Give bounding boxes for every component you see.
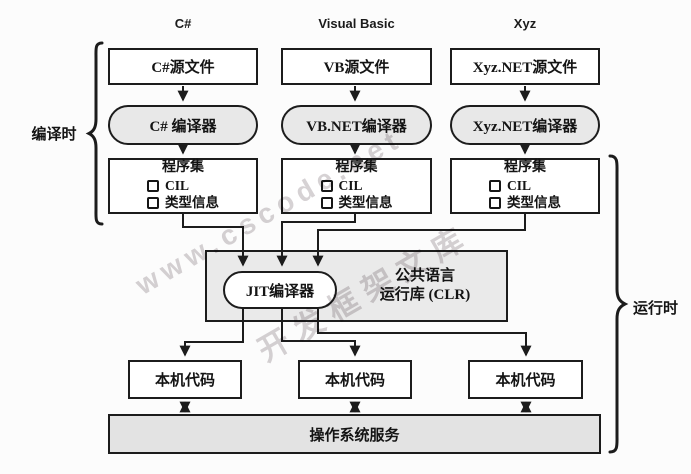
jit-compiler-label: JIT编译器	[245, 283, 315, 300]
assembly-box-vb: 程序集 CIL 类型信息	[281, 158, 432, 214]
checkbox-square-icon	[147, 196, 159, 209]
assembly-item-label: 类型信息	[165, 195, 219, 210]
column-header-xyz: Xyz	[513, 15, 537, 31]
native-code-box-1: 本机代码	[128, 360, 242, 399]
source-label-csharp: C#源文件	[151, 60, 215, 76]
column-header-csharp: C#	[174, 15, 192, 31]
assembly-item-cil: CIL	[320, 177, 363, 194]
assembly-item-label: 类型信息	[338, 195, 393, 210]
assembly-box-csharp: 程序集 CIL 类型信息	[108, 158, 258, 214]
assembly-item-label: CIL	[338, 178, 363, 193]
compile-time-brace	[85, 41, 104, 226]
compiler-label-csharp: C# 编译器	[149, 118, 217, 135]
os-services-box: 操作系统服务	[108, 414, 601, 454]
checkbox-square-icon	[489, 179, 501, 192]
assembly-item-label: 类型信息	[507, 195, 561, 210]
assembly-item-cil: CIL	[147, 177, 189, 194]
column-header-visual-basic: Visual Basic	[318, 15, 395, 31]
source-label-xyz: Xyz.NET源文件	[472, 60, 578, 76]
checkbox-square-icon	[320, 196, 333, 209]
compiler-box-xyz: Xyz.NET编译器	[450, 105, 600, 145]
source-label-vb: VB源文件	[323, 60, 390, 76]
native-code-label: 本机代码	[154, 373, 215, 389]
jit-compiler-box: JIT编译器	[223, 271, 337, 309]
checkbox-square-icon	[147, 179, 159, 192]
compiler-label-vb: VB.NET编译器	[306, 118, 407, 135]
runtime-label: 运行时	[633, 301, 679, 317]
clr-name-line1: 公共语言	[394, 267, 455, 284]
assembly-title: 程序集	[335, 160, 378, 175]
assembly-title: 程序集	[162, 160, 204, 175]
assembly-item-type-info: 类型信息	[147, 194, 219, 211]
compiler-box-vb: VB.NET编译器	[281, 105, 432, 145]
compiler-label-xyz: Xyz.NET编译器	[472, 118, 578, 135]
os-services-label: 操作系统服务	[309, 427, 400, 444]
native-code-label: 本机代码	[324, 373, 385, 389]
compiler-box-csharp: C# 编译器	[108, 105, 258, 145]
clr-name-label: 公共语言 运行库 (CLR)	[345, 256, 505, 316]
assembly-title: 程序集	[504, 160, 546, 175]
assembly-box-xyz: 程序集 CIL 类型信息	[450, 158, 600, 214]
assembly-item-type-info: 类型信息	[489, 194, 561, 211]
compile-time-label: 编译时	[31, 127, 77, 143]
assembly-item-label: CIL	[165, 178, 190, 193]
native-code-box-2: 本机代码	[298, 360, 412, 399]
runtime-brace	[608, 154, 629, 454]
native-code-label: 本机代码	[495, 373, 556, 389]
source-box-xyz: Xyz.NET源文件	[450, 48, 600, 85]
assembly-item-list: CIL 类型信息	[147, 177, 219, 211]
assembly-item-label: CIL	[507, 178, 532, 193]
checkbox-square-icon	[320, 179, 333, 192]
checkbox-square-icon	[489, 196, 501, 209]
clr-name-line2: 运行库 (CLR)	[379, 287, 471, 303]
source-box-vb: VB源文件	[281, 48, 432, 85]
assembly-item-list: CIL 类型信息	[320, 177, 393, 211]
assembly-item-list: CIL 类型信息	[489, 177, 561, 211]
source-box-csharp: C#源文件	[108, 48, 258, 85]
assembly-item-cil: CIL	[489, 177, 531, 194]
native-code-box-3: 本机代码	[468, 360, 583, 399]
assembly-item-type-info: 类型信息	[320, 194, 393, 211]
